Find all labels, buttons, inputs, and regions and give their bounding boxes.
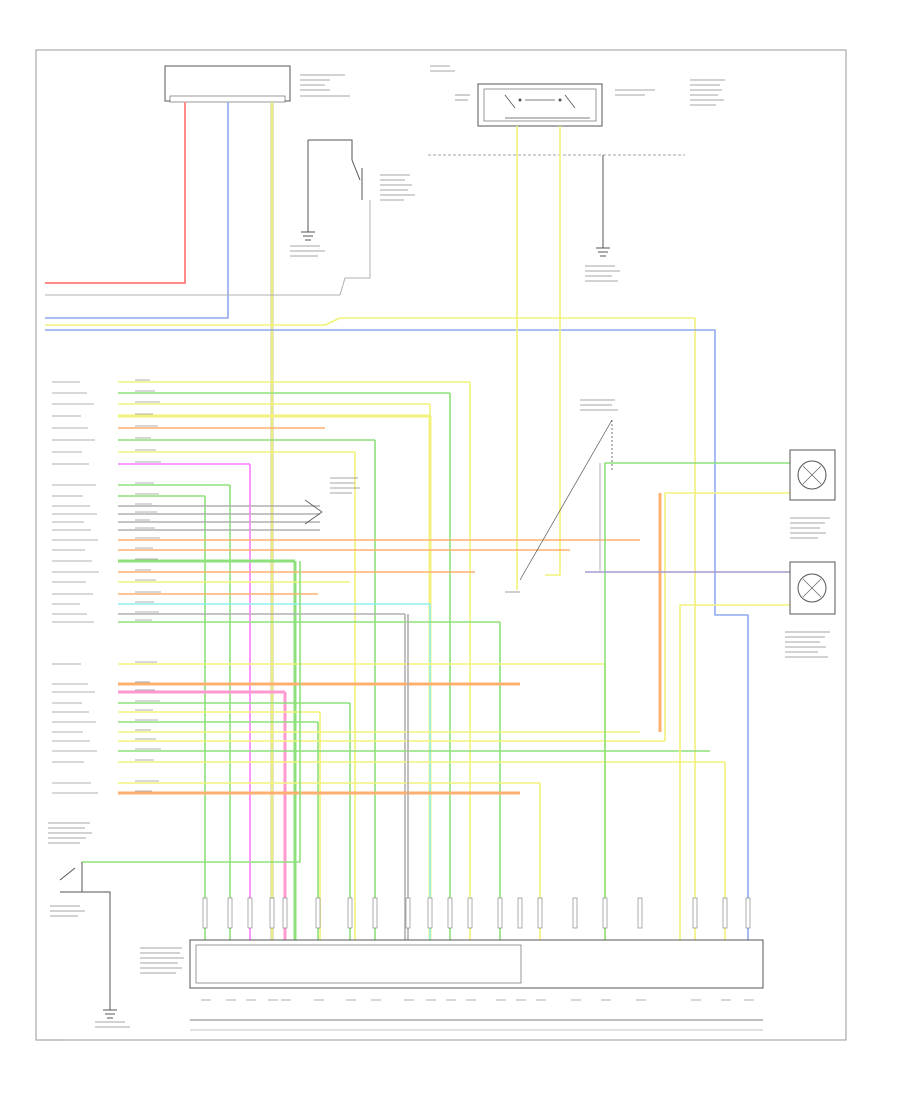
pack-pin-label-9 bbox=[405, 897, 411, 929]
pack-pin-label-5 bbox=[282, 897, 288, 929]
wire-yellow-right bbox=[45, 317, 696, 940]
pack-pin-label-20 bbox=[722, 897, 728, 929]
output-speed-sensor bbox=[789, 449, 836, 501]
bottom-left-label-lines bbox=[40, 822, 130, 1041]
clutch-switch-label-lines bbox=[290, 174, 415, 257]
solenoid-pack-pins bbox=[201, 897, 754, 1001]
park-neutral-switch bbox=[59, 862, 117, 1019]
pack-pin-label-15 bbox=[537, 897, 543, 929]
pack-pin-label-16 bbox=[572, 897, 578, 929]
pack-pin-label-7 bbox=[347, 897, 353, 929]
diagram-border bbox=[35, 49, 847, 1041]
sensor-label-lines bbox=[785, 517, 830, 658]
module-label-lines bbox=[300, 74, 350, 97]
wire-blue-right bbox=[45, 329, 749, 940]
splice-callout bbox=[304, 477, 360, 525]
wire-sensor-out-yellow bbox=[664, 492, 790, 741]
wire-sensor-out-green bbox=[604, 462, 790, 940]
pack-pin-label-12 bbox=[467, 897, 473, 929]
module-box-top-left-connector bbox=[169, 95, 286, 103]
pcm-connector-label-lines bbox=[52, 379, 161, 794]
ground-symbol-top-right bbox=[596, 155, 610, 257]
pack-pin-label-17 bbox=[602, 897, 608, 929]
pack-pin-label-14 bbox=[517, 897, 523, 929]
pack-pin-label-6 bbox=[315, 897, 321, 929]
pack-pin-label-19 bbox=[692, 897, 698, 929]
pack-pin-label-1 bbox=[202, 897, 208, 929]
input-speed-sensor bbox=[789, 561, 836, 615]
pack-pin-label-21 bbox=[745, 897, 751, 929]
wire-yellow-switch-2 bbox=[545, 126, 561, 576]
pack-pin-label-13 bbox=[497, 897, 503, 929]
data-link-callout bbox=[505, 399, 618, 593]
pack-pin-label-8 bbox=[372, 897, 378, 929]
ground-label-lines bbox=[585, 265, 620, 282]
solenoid-pack bbox=[189, 939, 764, 1031]
wire-gray-top bbox=[45, 200, 371, 296]
wire-blue-top bbox=[45, 102, 229, 319]
wire-sensor-in-yellow bbox=[679, 604, 790, 940]
pack-pin-label-11 bbox=[447, 897, 453, 929]
switch-assembly-top-right bbox=[428, 83, 685, 156]
pack-pin-label-3 bbox=[247, 897, 253, 929]
switch-label-lines bbox=[430, 65, 725, 106]
wire-red-top bbox=[45, 102, 186, 284]
clutch-switch bbox=[301, 139, 363, 241]
pack-pin-label-2 bbox=[227, 897, 233, 929]
solenoid-pack-label-lines bbox=[140, 947, 184, 974]
pack-pin-label-10 bbox=[427, 897, 433, 929]
pack-pin-label-4 bbox=[269, 897, 275, 929]
wire-switch-green bbox=[82, 561, 301, 863]
pack-pin-label-18 bbox=[637, 897, 643, 929]
wire-harness bbox=[45, 102, 790, 940]
